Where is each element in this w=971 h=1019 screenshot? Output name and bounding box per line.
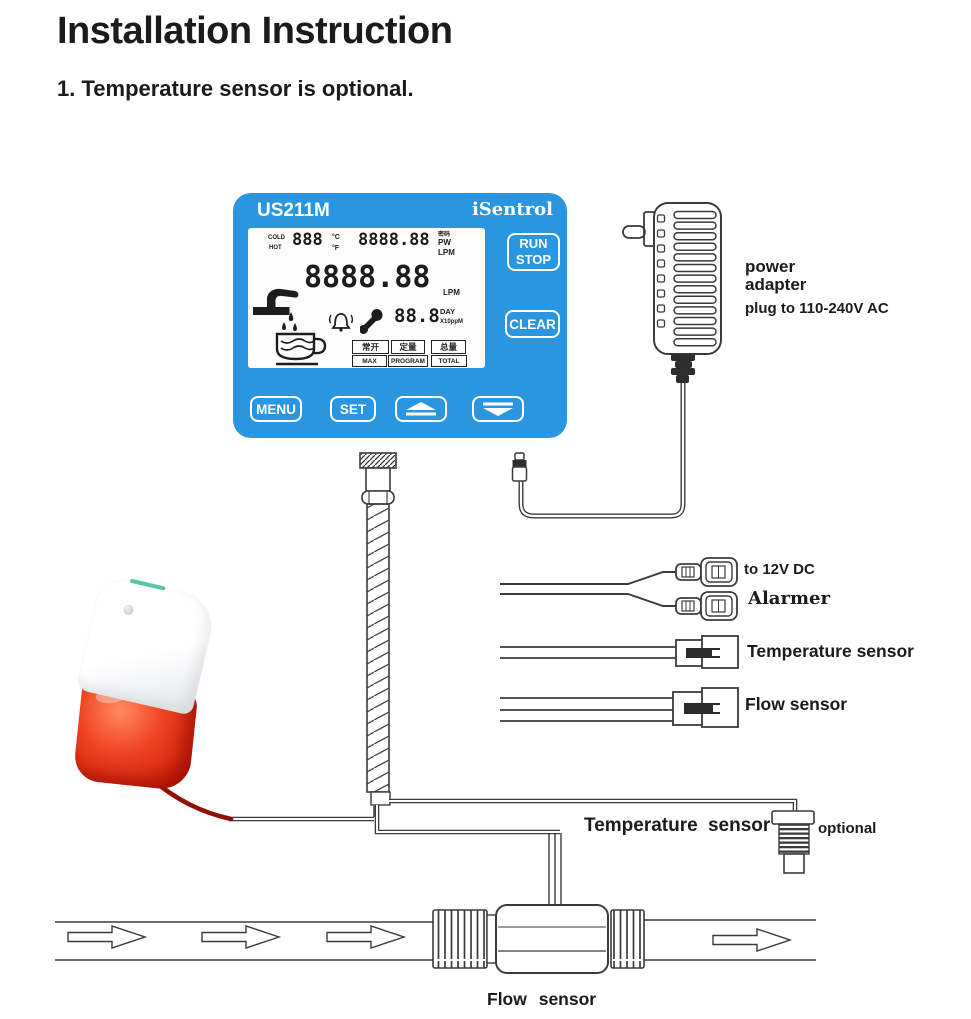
faucet-icon xyxy=(253,288,299,331)
clear-button[interactable]: CLEAR xyxy=(505,310,560,338)
chevron-down-icon xyxy=(483,402,513,416)
plug-prong xyxy=(622,225,646,239)
power-adapter-note: plug to 110-240V AC xyxy=(745,300,889,317)
lcd-display: COLD HOT 888 °C °F 8888.88 密码 PW LPM 888… xyxy=(248,228,485,368)
dc-12v-label: to 12V DC xyxy=(744,561,815,578)
menu-button[interactable]: MENU xyxy=(250,396,302,422)
pipe-drawing xyxy=(55,919,816,961)
lcd-temp-value: 888 xyxy=(292,230,323,250)
lcd-small-value: 88.8 xyxy=(394,305,440,327)
set-button[interactable]: SET xyxy=(330,396,376,422)
optional-label: optional xyxy=(818,820,877,837)
lcd-day-label: DAY xyxy=(440,307,456,316)
lcd-lpm-top-label: LPM xyxy=(438,248,455,257)
junction-wires xyxy=(229,798,798,905)
adapter-side-bumps xyxy=(656,214,666,328)
lcd-lpm-main-label: LPM xyxy=(443,288,460,297)
lcd-pw-label: PW xyxy=(438,238,451,247)
strain-relief xyxy=(671,354,695,383)
temp-sensor-wire xyxy=(389,798,798,812)
stop-label: STOP xyxy=(515,252,552,267)
run-label: RUN xyxy=(519,235,548,251)
lcd-mode-box: MAX xyxy=(352,355,387,367)
flow-sensor-label: Flow sensor xyxy=(487,989,597,1009)
chevron-up-icon xyxy=(406,402,436,416)
power-adapter-drawing xyxy=(518,202,722,519)
lcd-mode-box: 总量 xyxy=(431,340,466,354)
lcd-mode-box: TOTAL xyxy=(431,355,467,367)
lcd-password-label: 密码 xyxy=(438,232,451,238)
flow-meter-device: US211M iSentrol COLD HOT 888 °C °F 8888.… xyxy=(233,193,567,438)
meter-brand: iSentrol xyxy=(471,199,553,220)
flow-arrow xyxy=(67,925,146,949)
up-button[interactable] xyxy=(395,396,447,422)
alarm-bell-icon xyxy=(328,313,354,332)
wrench-icon xyxy=(360,308,383,334)
flow-sensor-drawing xyxy=(432,904,645,974)
meter-model: US211M xyxy=(257,200,330,221)
flow-sensor-wire xyxy=(374,805,560,835)
flow-connector-drawing xyxy=(500,687,739,728)
flow-connector-label: Flow sensor xyxy=(745,694,848,714)
temp-connector-label: Temperature sensor xyxy=(747,641,914,661)
power-adapter-label: power adapter xyxy=(745,257,807,295)
alarmer-label: Alarmer xyxy=(748,588,830,609)
flow-arrow xyxy=(326,925,405,949)
lcd-degc-label: °C xyxy=(332,234,340,241)
flow-arrow xyxy=(712,928,791,952)
lcd-mode-box: 定量 xyxy=(391,340,425,354)
temp-sensor-label: Temperature sensor xyxy=(584,815,771,836)
step-note: 1. Temperature sensor is optional. xyxy=(57,76,414,101)
temp-connector-drawing xyxy=(500,635,739,669)
lcd-mode-box: PROGRAM xyxy=(388,355,428,367)
lcd-cold-label: COLD xyxy=(268,235,285,241)
cup-icon xyxy=(275,332,327,366)
run-stop-button[interactable]: RUN STOP xyxy=(507,233,560,271)
alarmer-spade-connector xyxy=(500,591,738,621)
adapter-ribs xyxy=(673,210,717,347)
lcd-degf-label: °F xyxy=(332,245,340,252)
lcd-mode-box: 常开 xyxy=(352,340,389,354)
lcd-top-value: 8888.88 xyxy=(358,230,430,250)
lcd-main-value: 8888.88 xyxy=(304,260,431,295)
dc-plug xyxy=(511,452,528,482)
braided-cable xyxy=(359,452,397,806)
pipe-left xyxy=(55,921,433,961)
down-button[interactable] xyxy=(472,396,524,422)
lcd-x10ppm-label: X10ppM xyxy=(440,319,464,325)
temp-sensor-drawing xyxy=(771,810,815,874)
dc-spade-connector xyxy=(500,557,738,587)
flow-arrow xyxy=(201,925,280,949)
lcd-hot-label: HOT xyxy=(269,245,282,251)
pipe-right xyxy=(644,919,816,961)
page-title: Installation Instruction xyxy=(57,10,453,52)
